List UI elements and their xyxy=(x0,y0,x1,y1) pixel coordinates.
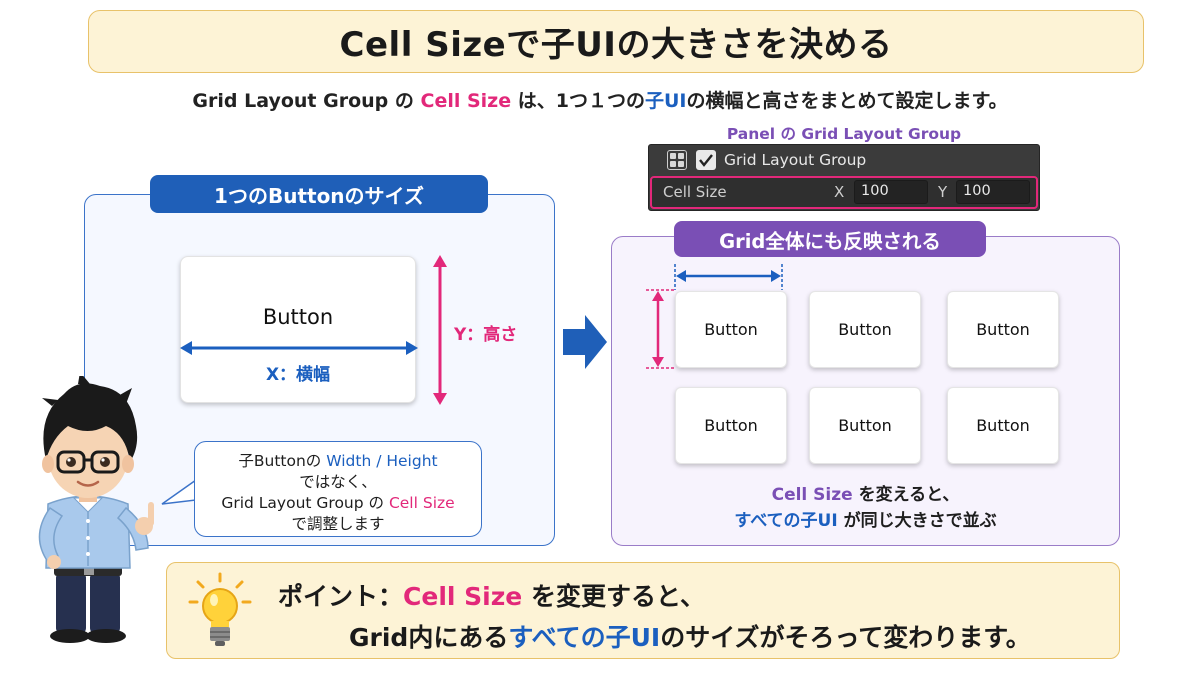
character-illustration xyxy=(38,376,154,643)
point-child-ui: すべての子UI xyxy=(508,623,661,652)
inspector-caption: Panel の Grid Layout Group xyxy=(726,125,962,143)
grid-button: Button xyxy=(947,291,1059,368)
subtitle: Grid Layout Group の Cell Size は、1つ１つの子UI… xyxy=(0,86,1200,113)
cell-size-x-axis-label: X xyxy=(834,183,845,201)
right-arrow-icon xyxy=(563,315,607,369)
grid-button: Button xyxy=(947,387,1059,464)
note-cell-size: Cell Size xyxy=(388,494,455,512)
sample-button xyxy=(180,256,416,403)
grid-note-line-1: Cell Size を変えると、 xyxy=(611,480,1120,505)
subtitle-part: の横幅と高さをまとめて設定します。 xyxy=(686,90,1008,112)
component-title: Grid Layout Group xyxy=(724,151,867,169)
grid-note-text: が同じ大きさで並ぶ xyxy=(837,511,997,531)
point-line-2: Grid内にあるすべての子UIのサイズがそろって変わります。 xyxy=(349,618,1031,654)
cell-size-field-label: Cell Size xyxy=(663,183,727,201)
cell-height-dimension-icon xyxy=(646,289,676,369)
cell-size-y-axis-label: Y xyxy=(938,183,948,201)
grid-note-child-ui: すべての子UI xyxy=(734,511,838,531)
grid-button: Button xyxy=(809,387,921,464)
subtitle-part: は、1つ１つの xyxy=(511,90,645,112)
note-line: 子Buttonの Width / Height xyxy=(195,451,481,472)
grid-button: Button xyxy=(809,291,921,368)
tip-speech-bubble: 子Buttonの Width / Height ではなく、 Grid Layou… xyxy=(194,441,482,537)
sample-button-label: Button xyxy=(262,305,334,329)
point-line-1: ポイント：Cell Size を変更すると、 xyxy=(278,577,705,613)
subtitle-child-ui: 子UI xyxy=(644,90,687,112)
width-arrow-icon xyxy=(180,341,418,355)
grid-preview-panel-label: Grid全体にも反映される xyxy=(674,221,986,257)
point-text: Grid内にある xyxy=(349,623,509,652)
note-width-height: Width / Height xyxy=(326,452,438,470)
note-line: Grid Layout Group の Cell Size xyxy=(195,493,481,514)
width-label: X：横幅 xyxy=(265,365,331,385)
grid-button: Button xyxy=(675,291,787,368)
title-banner: Cell Sizeで子UIの大きさを決める xyxy=(88,10,1144,73)
note-text: Grid Layout Group の xyxy=(221,494,389,512)
point-text: のサイズがそろって変わります。 xyxy=(660,623,1031,652)
point-callout xyxy=(166,562,1120,659)
cell-size-x-input[interactable]: 100 xyxy=(854,180,928,204)
height-arrow-icon xyxy=(433,255,447,405)
point-text: ポイント： xyxy=(278,582,404,611)
grid-note-cell-size: Cell Size xyxy=(771,485,853,505)
grid-layout-icon xyxy=(667,150,687,170)
note-line: ではなく、 xyxy=(299,473,377,491)
grid-button: Button xyxy=(675,387,787,464)
lightbulb-icon xyxy=(188,572,252,646)
note-line: で調整します xyxy=(291,515,385,533)
page-title: Cell Sizeで子UIの大きさを決める xyxy=(339,25,893,65)
cell-width-dimension-icon xyxy=(674,264,783,290)
cell-size-y-input[interactable]: 100 xyxy=(956,180,1030,204)
checkmark-icon xyxy=(699,154,713,167)
subtitle-part: Grid Layout Group の xyxy=(192,90,421,112)
grid-note-text: を変えると、 xyxy=(852,485,960,505)
point-text: を変更すると、 xyxy=(522,582,705,611)
subtitle-cell-size: Cell Size xyxy=(420,90,512,112)
point-cell-size: Cell Size xyxy=(403,582,523,611)
single-button-panel-label: 1つのButtonのサイズ xyxy=(150,175,488,213)
grid-note-line-2: すべての子UI が同じ大きさで並ぶ xyxy=(611,506,1120,531)
note-text: 子Buttonの xyxy=(238,452,327,470)
component-enabled-checkbox[interactable] xyxy=(696,150,716,170)
height-label: Y：高さ xyxy=(454,325,518,345)
